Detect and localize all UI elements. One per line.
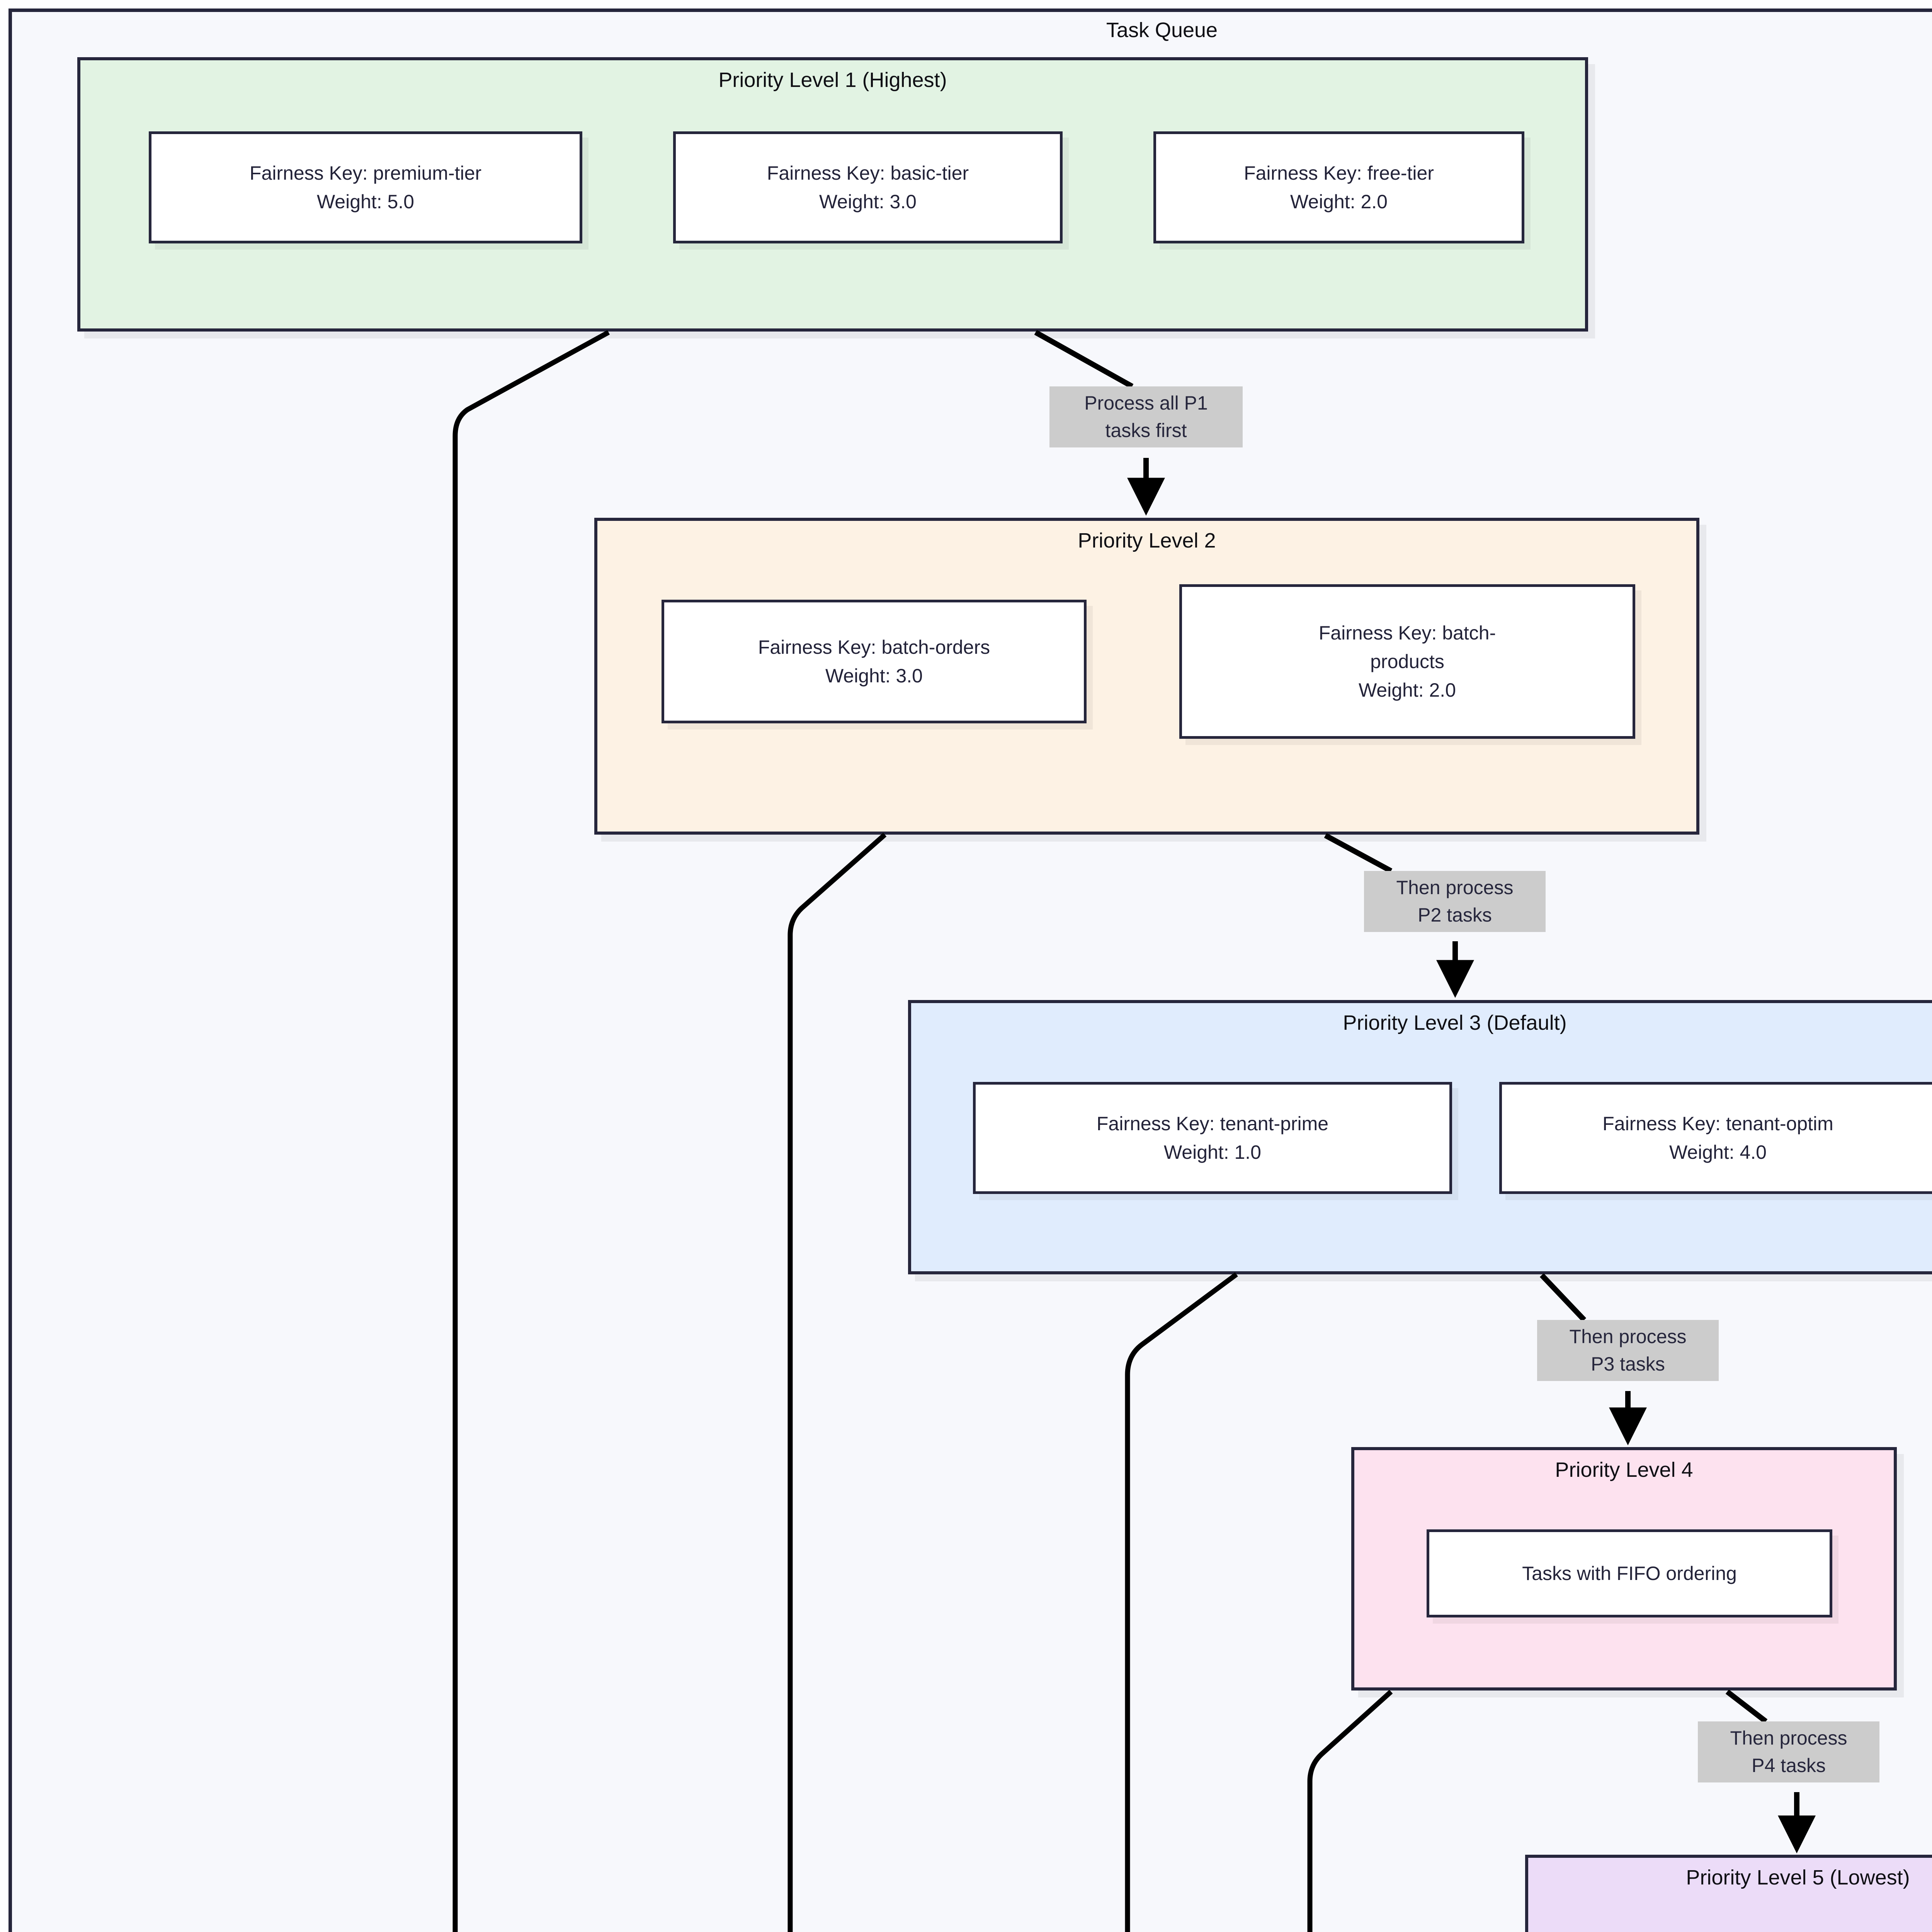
edge-label-line2: P3 tasks [1591,1353,1665,1375]
priority-level-1-title: Priority Level 1 (Highest) [718,68,947,92]
edge-label-line1: Then process [1730,1727,1847,1749]
node-fairness-key-tenant-optim[interactable]: Fairness Key: tenant-optim Weight: 4.0 [1499,1082,1932,1194]
fairness-key-label-part2: products [1370,651,1444,672]
priority-level-4-title: Priority Level 4 [1555,1458,1693,1481]
fairness-key-label: Fairness Key: tenant-prime [1096,1113,1329,1134]
weight-label: Weight: 1.0 [1163,1141,1261,1163]
edge-label-p2-to-p3: Then process P2 tasks [1364,871,1546,932]
edge-label-line2: P2 tasks [1418,904,1492,926]
weight-label: Weight: 3.0 [825,665,923,687]
fairness-key-label: Fairness Key: basic-tier [767,162,969,184]
cluster-priority-level-5[interactable]: Priority Level 5 (Lowest) [1525,1855,1932,1932]
node-fairness-key-tenant-prime[interactable]: Fairness Key: tenant-prime Weight: 1.0 [973,1082,1452,1194]
node-fairness-key-basic-tier[interactable]: Fairness Key: basic-tier Weight: 3.0 [673,131,1063,243]
task-queue-title: Task Queue [1106,19,1218,42]
weight-label: Weight: 2.0 [1358,679,1456,701]
edge-label-p3-to-p4: Then process P3 tasks [1537,1320,1719,1381]
edge-label-line1: Then process [1396,877,1514,898]
edge-label-line1: Process all P1 [1084,392,1208,414]
priority-level-2-title: Priority Level 2 [1078,529,1216,552]
node-fairness-key-batch-products[interactable]: Fairness Key: batch- products Weight: 2.… [1179,584,1635,739]
edge-label-line2: P4 tasks [1752,1755,1826,1776]
node-fairness-key-batch-orders[interactable]: Fairness Key: batch-orders Weight: 3.0 [662,600,1087,723]
node-fairness-key-free-tier[interactable]: Fairness Key: free-tier Weight: 2.0 [1153,131,1524,243]
weight-label: Weight: 5.0 [316,191,414,213]
fairness-key-label: Fairness Key: premium-tier [249,162,482,184]
edge-label-p4-to-p5: Then process P4 tasks [1698,1721,1879,1782]
edge-label-p1-to-p2: Process all P1 tasks first [1049,386,1243,447]
fairness-key-label: Fairness Key: free-tier [1244,162,1434,184]
node-p4-fifo-tasks[interactable]: Tasks with FIFO ordering [1427,1529,1832,1617]
fairness-key-label-part1: Fairness Key: batch- [1318,622,1496,644]
edge-label-line2: tasks first [1105,420,1187,441]
priority-level-5-title: Priority Level 5 (Lowest) [1686,1866,1910,1889]
node-fairness-key-premium-tier[interactable]: Fairness Key: premium-tier Weight: 5.0 [149,131,582,243]
weight-label: Weight: 4.0 [1669,1141,1767,1163]
fifo-label: Tasks with FIFO ordering [1522,1563,1737,1584]
fairness-key-label: Fairness Key: tenant-optim [1602,1113,1833,1134]
fairness-key-label: Fairness Key: batch-orders [758,636,990,658]
weight-label: Weight: 2.0 [1290,191,1388,213]
edge-label-line1: Then process [1569,1326,1687,1347]
weight-label: Weight: 3.0 [819,191,917,213]
priority-level-3-title: Priority Level 3 (Default) [1343,1011,1567,1034]
